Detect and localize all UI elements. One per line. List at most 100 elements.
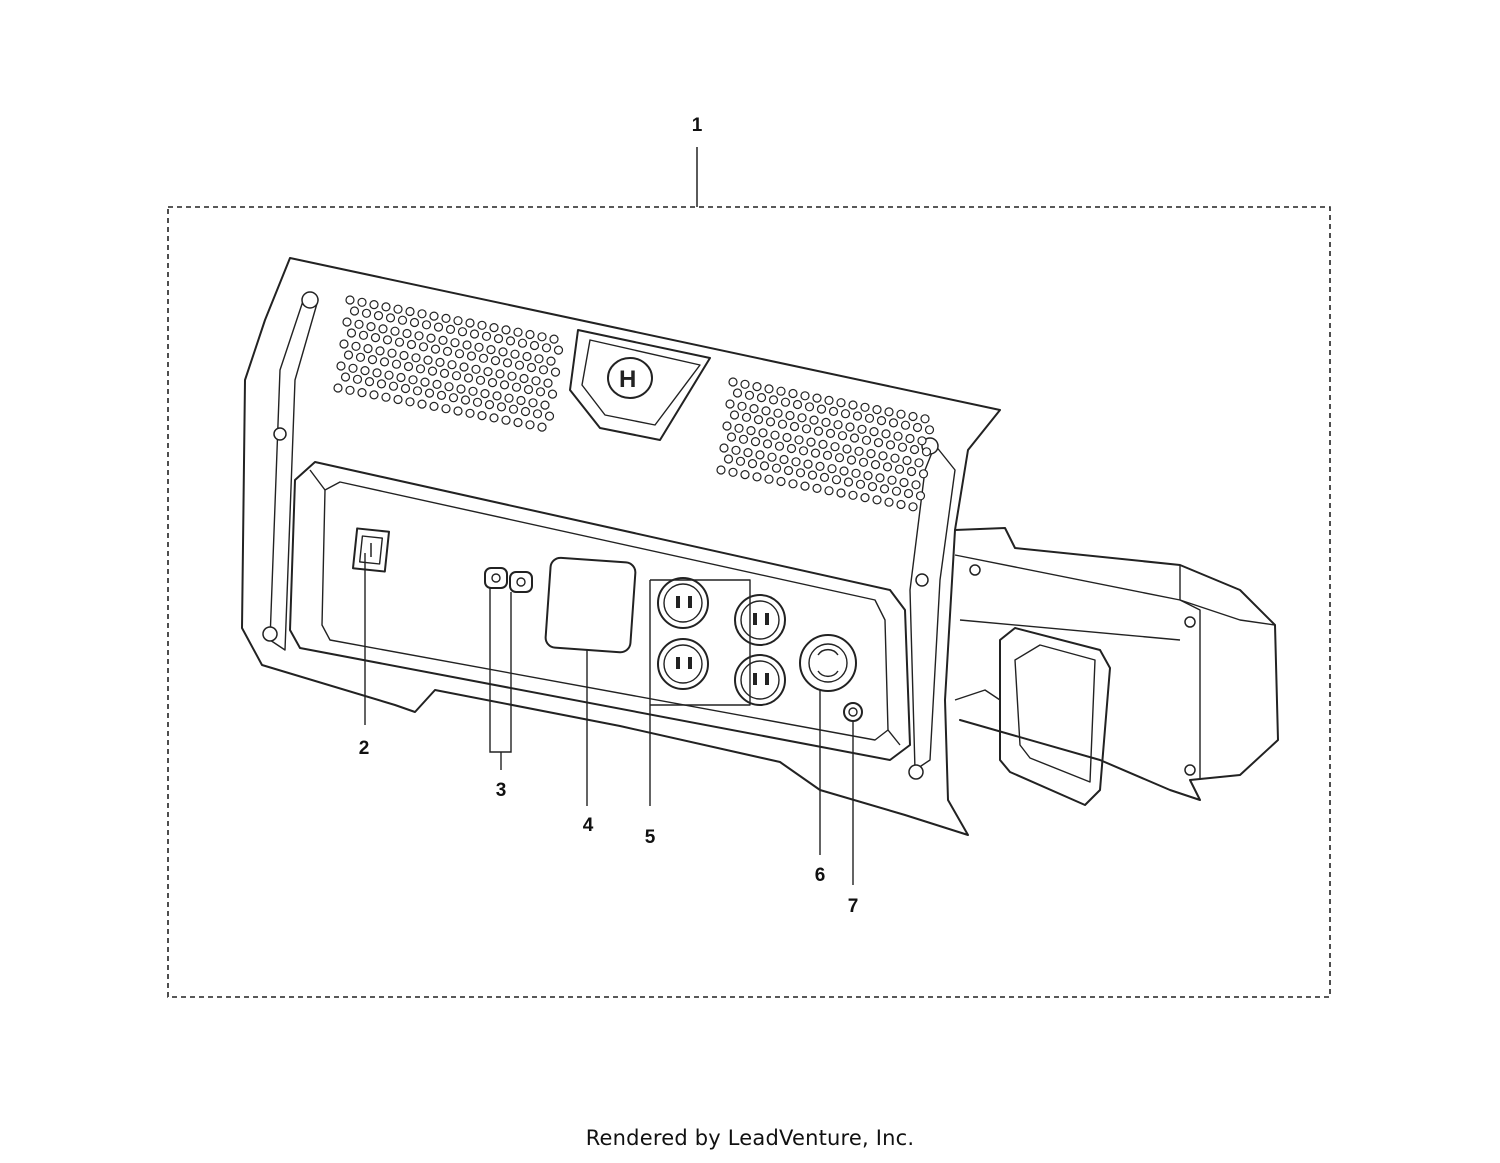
vent-hole: [405, 306, 415, 317]
vent-hole: [791, 457, 801, 467]
vent-hole: [758, 428, 768, 438]
vent-hole: [360, 366, 370, 376]
vent-hole: [729, 410, 740, 420]
vent-hole: [391, 359, 402, 369]
vent-hole: [525, 420, 535, 430]
vent-hole: [364, 377, 375, 387]
vent-hole: [508, 404, 519, 414]
vent-hole: [728, 377, 738, 387]
vent-hole: [809, 415, 819, 425]
vent-hole: [363, 344, 373, 354]
vent-hole: [872, 405, 882, 415]
vent-hole: [355, 352, 366, 362]
vent-hole: [394, 337, 405, 347]
vent-hole: [840, 409, 851, 419]
vent-hole: [409, 317, 420, 328]
vent-hole: [544, 411, 555, 421]
vent-hole: [531, 376, 541, 386]
vent-hole: [459, 362, 469, 372]
vent-hole: [839, 466, 849, 476]
vent-hole: [375, 346, 385, 356]
svg-text:H: H: [619, 366, 636, 393]
vent-hole: [507, 371, 517, 381]
vent-hole: [755, 450, 765, 460]
vent-hole: [399, 350, 409, 361]
vent-hole: [379, 357, 390, 367]
vent-hole: [902, 455, 912, 466]
vent-hole: [396, 372, 406, 383]
vent-hole: [406, 339, 417, 350]
vent-hole: [385, 313, 396, 323]
vent-hole: [540, 400, 550, 410]
vent-hole: [492, 391, 502, 401]
vent-hole: [486, 345, 496, 355]
vent-hole: [855, 479, 866, 489]
vent-hole: [816, 404, 827, 414]
vent-hole: [516, 395, 526, 406]
vent-hole: [436, 390, 447, 400]
vent-hole: [553, 345, 564, 355]
vent-hole: [741, 412, 752, 422]
vent-hole: [439, 368, 450, 378]
vent-hole: [349, 306, 360, 316]
vent-hole: [851, 468, 861, 478]
vent-hole: [336, 361, 346, 371]
vent-hole: [828, 406, 839, 416]
vent-hole: [546, 356, 556, 366]
vent-hole: [523, 384, 534, 395]
vent-hole: [519, 373, 529, 384]
vent-hole: [483, 367, 493, 377]
vent-hole: [424, 388, 435, 398]
vent-hole: [525, 329, 535, 340]
vent-hole: [770, 430, 780, 440]
vent-hole: [339, 339, 349, 349]
vent-hole: [858, 457, 869, 467]
duplex-outlets: [650, 577, 786, 706]
vent-hole: [837, 431, 848, 441]
vent-hole: [504, 393, 514, 403]
vent-hole: [513, 417, 523, 428]
vent-hole: [517, 338, 528, 348]
vent-hole: [843, 477, 854, 487]
vent-hole: [908, 502, 918, 512]
vent-hole: [764, 474, 774, 484]
vent-hole: [429, 401, 439, 411]
vent-hole: [881, 429, 891, 439]
vent-hole: [885, 440, 896, 450]
vent-hole: [761, 406, 771, 416]
vent-hole: [468, 386, 478, 396]
vent-hole: [836, 488, 846, 498]
vent-hole: [487, 378, 498, 388]
vent-hole: [505, 336, 516, 346]
vent-hole: [908, 411, 918, 422]
vent-hole: [783, 465, 794, 476]
vent-hole: [373, 311, 384, 321]
vent-hole: [782, 432, 792, 443]
vent-hole: [382, 335, 393, 345]
callout-2: 2: [359, 738, 370, 759]
vent-hole: [456, 384, 466, 394]
vent-hole: [740, 379, 750, 389]
vent-hole: [750, 437, 761, 447]
vent-hole: [477, 411, 487, 421]
vent-hole: [369, 300, 379, 310]
vent-hole: [813, 426, 824, 436]
vent-hole: [854, 446, 864, 456]
vent-hole: [914, 458, 924, 468]
vent-hole: [765, 417, 776, 427]
vent-hole: [438, 335, 448, 345]
vent-hole: [403, 361, 414, 372]
vent-hole: [903, 488, 914, 499]
vent-hole: [918, 469, 929, 479]
hour-meter: [544, 556, 637, 654]
vent-hole: [777, 419, 788, 429]
vent-hole: [447, 360, 457, 370]
vent-hole: [453, 406, 463, 416]
vent-hole: [836, 398, 846, 408]
vent-hole: [490, 356, 501, 366]
vent-hole: [411, 353, 421, 363]
vent-hole: [414, 331, 424, 341]
vent-hole: [738, 434, 749, 444]
vent-hole: [430, 344, 441, 354]
vent-hole: [800, 391, 810, 401]
